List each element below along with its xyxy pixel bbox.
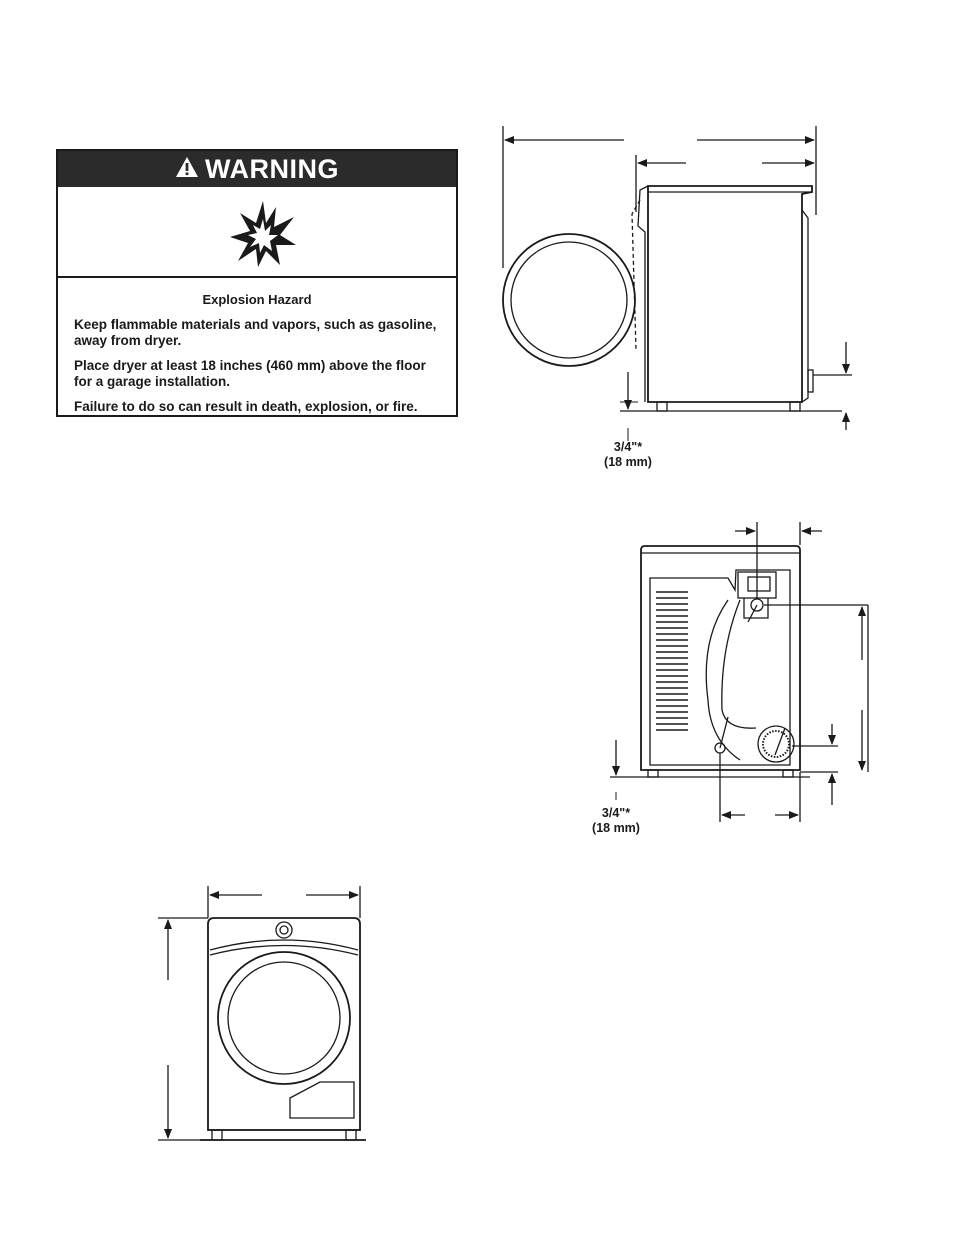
side-view-clearance-label: 3/4"* (18 mm) <box>604 440 652 469</box>
rear-view-clearance-label: 3/4"* (18 mm) <box>592 806 640 835</box>
warning-box: WARNING Explosion Hazard Keep flammable … <box>56 149 458 417</box>
rear-view-drawing <box>610 522 869 822</box>
front-view-drawing <box>158 886 366 1141</box>
warning-header-text: WARNING <box>205 153 339 184</box>
warning-hazard-title: Explosion Hazard <box>202 292 312 307</box>
warning-line-2: Place dryer at least 18 inches (460 mm) … <box>74 358 426 389</box>
warning-header: WARNING <box>58 151 456 187</box>
warning-triangle-icon <box>175 154 199 185</box>
explosion-icon <box>230 201 296 267</box>
warning-line-3: Failure to do so can result in death, ex… <box>74 399 418 414</box>
warning-line-1: Keep flammable materials and vapors, suc… <box>74 317 437 348</box>
side-view-drawing <box>502 126 852 441</box>
warning-icon-area <box>58 187 456 278</box>
